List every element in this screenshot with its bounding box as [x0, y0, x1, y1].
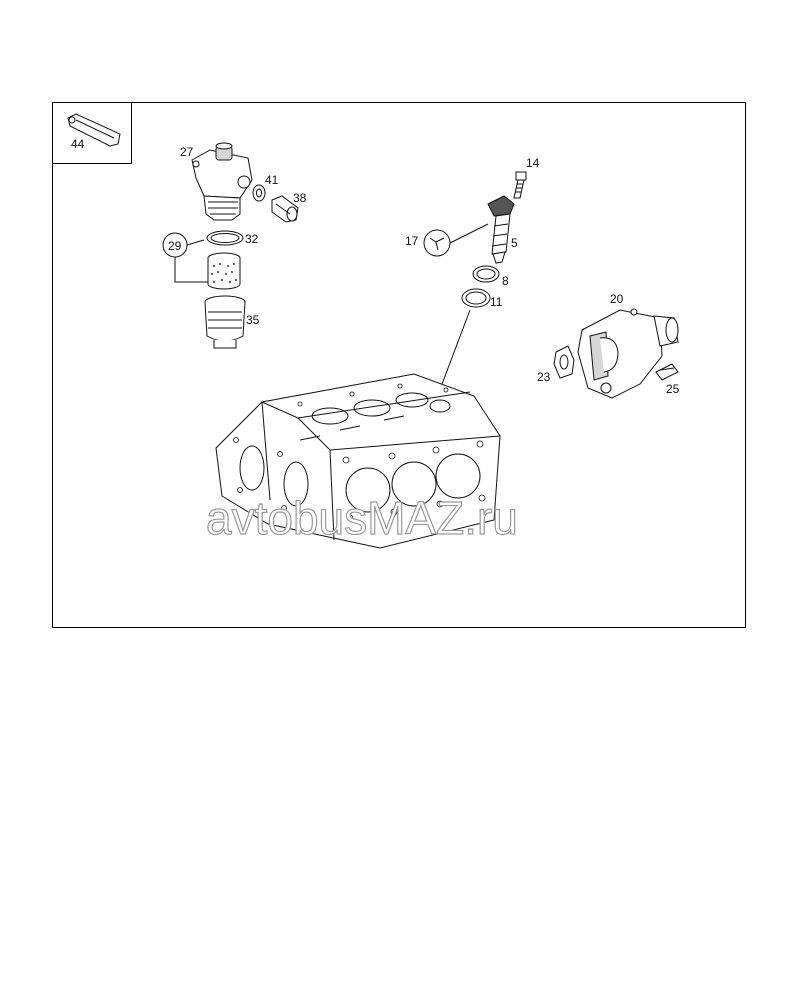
fitting-38-icon — [271, 195, 299, 223]
label-23: 23 — [537, 370, 551, 384]
label-29: 29 — [168, 239, 182, 253]
screw-25-icon — [655, 363, 679, 381]
gasket-23-icon — [553, 345, 575, 379]
oring-11-icon — [461, 288, 491, 308]
label-32: 32 — [245, 232, 259, 246]
label-25: 25 — [666, 382, 680, 396]
fuel-pump-20-icon — [577, 308, 679, 399]
label-27: 27 — [180, 145, 194, 159]
tool-44-icon — [67, 113, 121, 147]
label-38: 38 — [293, 191, 307, 205]
filter-bowl-35-icon — [204, 295, 246, 349]
washer-41-icon — [252, 184, 266, 202]
seal-ring-8-icon — [472, 265, 500, 283]
injector-5-icon — [487, 195, 515, 264]
filter-element-icon — [207, 252, 241, 290]
label-14: 14 — [526, 156, 540, 170]
kit-29-leader-ring — [186, 239, 205, 246]
inset-box — [52, 102, 132, 164]
label-5: 5 — [511, 236, 518, 250]
oring-32-icon — [206, 230, 244, 246]
diagram-frame — [52, 102, 746, 628]
label-17: 17 — [405, 234, 419, 248]
label-41: 41 — [265, 173, 279, 187]
label-20: 20 — [610, 292, 624, 306]
service-17-icon — [423, 229, 451, 257]
kit-29-leader — [174, 257, 208, 283]
engine-block-icon — [215, 373, 501, 549]
watermark: avtobusMAZ.ru — [206, 492, 518, 544]
label-44: 44 — [71, 137, 85, 151]
label-35: 35 — [246, 313, 260, 327]
label-8: 8 — [502, 274, 509, 288]
bolt-14-icon — [513, 171, 527, 199]
filter-head-27-icon — [191, 142, 253, 221]
label-11: 11 — [490, 295, 503, 309]
leader-17 — [449, 223, 489, 244]
